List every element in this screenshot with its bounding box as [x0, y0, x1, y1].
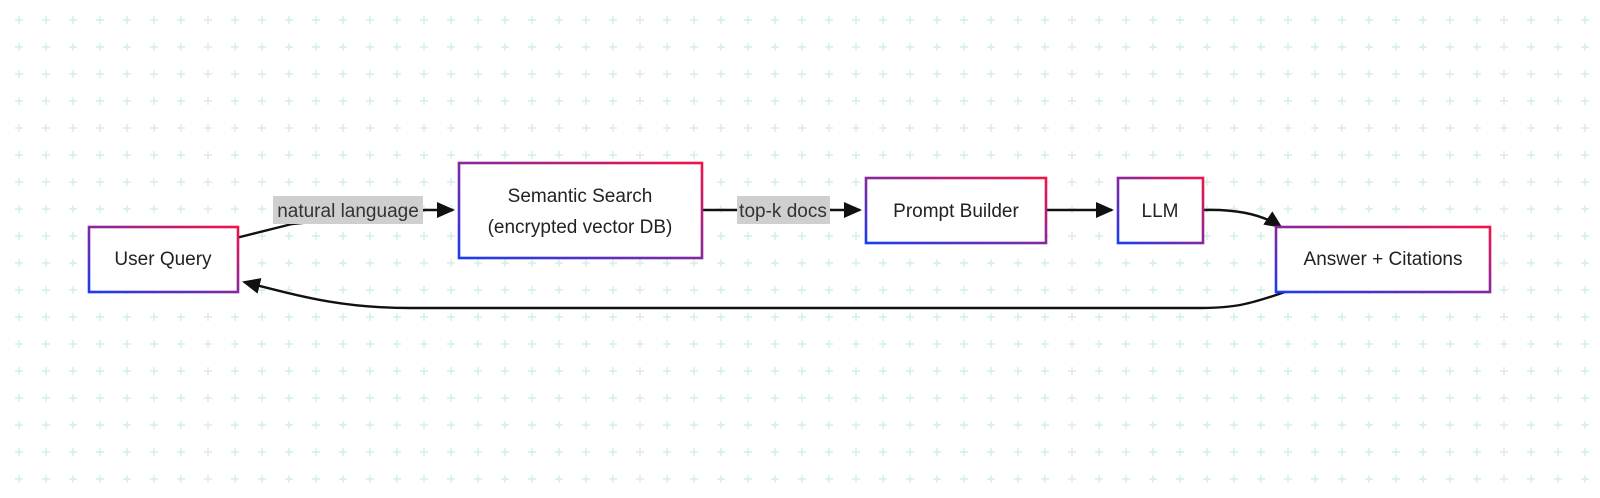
node-llm[interactable]: LLM — [1116, 176, 1205, 245]
node-box — [864, 176, 1048, 245]
edge-label-background — [737, 196, 830, 224]
node-label: LLM — [1142, 201, 1179, 222]
node-label: Prompt Builder — [893, 201, 1019, 222]
node-box — [87, 225, 240, 294]
node-label-line-1: Semantic Search — [508, 186, 653, 207]
node-label: Answer + Citations — [1304, 249, 1463, 270]
node-box — [457, 161, 704, 260]
edge-label-natural-language: natural language — [273, 196, 423, 224]
node-label: User Query — [114, 249, 212, 270]
edge-label-text: natural language — [277, 201, 419, 222]
node-box — [1116, 176, 1205, 245]
node-semantic-search[interactable]: Semantic Search (encrypted vector DB) — [457, 161, 704, 260]
node-user-query[interactable]: User Query — [87, 225, 240, 294]
edge-label-top-k-docs: top-k docs — [737, 196, 830, 224]
node-prompt-builder[interactable]: Prompt Builder — [864, 176, 1048, 245]
node-box — [1274, 225, 1492, 294]
edge-llm-to-answer — [1202, 208, 1283, 229]
edge-label-background — [273, 196, 423, 224]
node-answer-citations[interactable]: Answer + Citations — [1274, 225, 1492, 294]
node-label-line-2: (encrypted vector DB) — [488, 217, 673, 238]
edge-label-text: top-k docs — [739, 201, 827, 222]
edge-answer-to-query — [242, 278, 1286, 310]
